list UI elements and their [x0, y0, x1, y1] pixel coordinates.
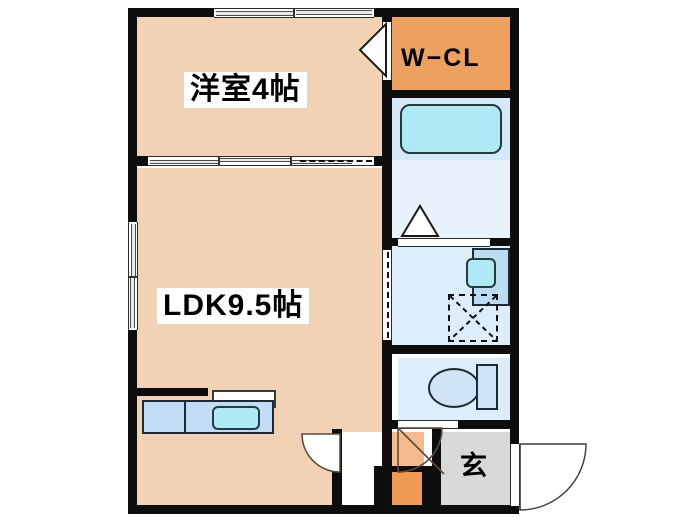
ldk-label: LDK9.5帖 [157, 288, 310, 324]
wall-closet-bath [382, 90, 518, 98]
wall-exterior-south [128, 505, 518, 514]
wall-bedroom-ldk-right [372, 156, 392, 166]
ldk-window-sash-top [131, 224, 136, 276]
toilet-bowl [428, 368, 480, 408]
partition-sash-2 [220, 158, 290, 162]
ldk-window-sash-bottom [130, 278, 135, 328]
entrance-label: 玄 [460, 451, 488, 481]
partition-mullion-2 [290, 156, 292, 166]
entrance-floor [440, 432, 510, 506]
bedroom-window-sash-left [216, 11, 294, 16]
wall-hall-ldk-stub [332, 429, 342, 514]
vanity-basin [466, 258, 496, 288]
entrance-door-swing [519, 443, 587, 511]
closet-floor [392, 16, 510, 90]
bath-washroom-door[interactable] [398, 238, 490, 247]
toilet-door-opening[interactable] [398, 420, 458, 429]
wall-entry-step-head [374, 466, 432, 472]
washing-machine-space [448, 294, 498, 342]
wall-entry-step-left [374, 466, 384, 514]
bedroom-closet-door-opening[interactable] [382, 22, 392, 80]
entrance-door-opening[interactable] [510, 444, 520, 506]
bath-floor-lower [392, 160, 510, 238]
wall-washroom-toilet [382, 345, 518, 354]
partition-sash-1 [150, 160, 218, 164]
kitchen-counter-divider [184, 400, 186, 434]
wall-entry-step-right [422, 466, 432, 514]
kitchen-sink [212, 406, 260, 430]
toilet-tank [476, 364, 498, 410]
bedroom-window-sash-right [296, 10, 372, 15]
partition-rail-dashed [300, 160, 372, 162]
wall-genkan-left [432, 429, 441, 514]
ldk-window-mullion [128, 276, 138, 278]
partition-mullion-1 [218, 156, 220, 166]
closet-label: W−CL [401, 44, 481, 72]
wall-bedroom-ldk-left [128, 156, 150, 166]
wall-kitchen-back [136, 388, 208, 396]
bedroom-window-mullion [293, 8, 295, 18]
bathtub [400, 104, 502, 154]
wall-exterior-east [510, 8, 519, 514]
ldk-washroom-door-track [387, 252, 389, 338]
bedroom-label: 洋室4帖 [184, 72, 307, 108]
